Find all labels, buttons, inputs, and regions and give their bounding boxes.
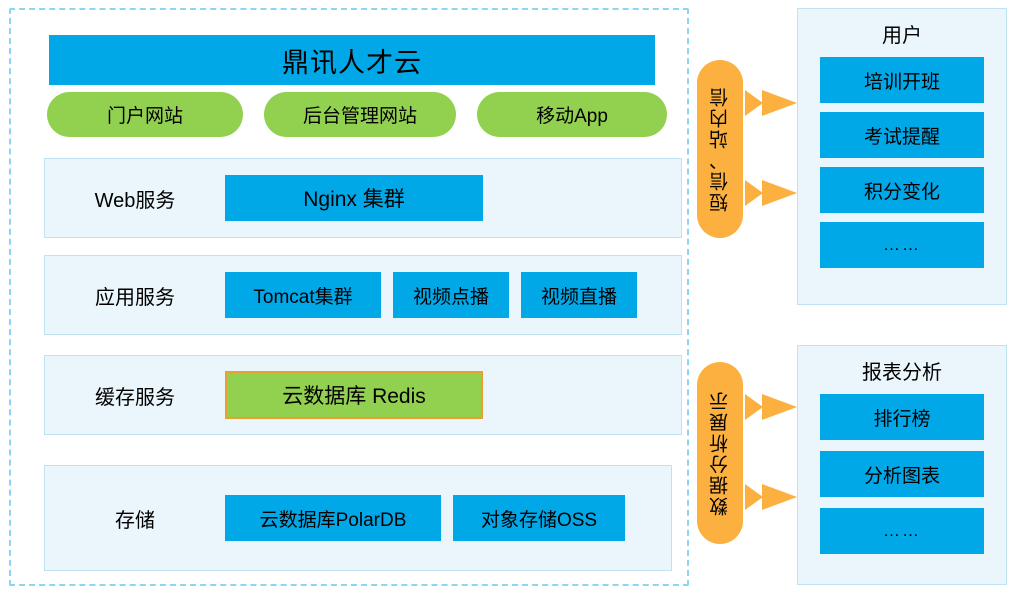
channel-pill-portal[interactable]: 门户网站 (47, 92, 243, 137)
panel-item-more-reports[interactable]: …… (820, 508, 984, 554)
service-box-tomcat-cluster[interactable]: Tomcat集群 (225, 272, 381, 318)
tier-items-storage: 云数据库PolarDB 对象存储OSS (225, 495, 671, 541)
service-box-cloud-polardb[interactable]: 云数据库PolarDB (225, 495, 441, 541)
connector-label-notification: 短信、站内信 (709, 86, 731, 212)
connector-label-analytics: 数据分析展示 (709, 390, 731, 516)
tier-label-web: Web服务 (94, 189, 176, 212)
double-right-arrow-icon (745, 90, 797, 116)
channel-pill-admin[interactable]: 后台管理网站 (264, 92, 456, 137)
panel-item-training-class[interactable]: 培训开班 (820, 57, 984, 103)
panel-item-analysis-chart[interactable]: 分析图表 (820, 451, 984, 497)
service-box-nginx-cluster[interactable]: Nginx 集群 (225, 175, 483, 221)
connector-pill-notification: 短信、站内信 (697, 60, 743, 238)
tier-row-web: Web服务 Nginx 集群 (44, 158, 682, 238)
tier-label-cache: 缓存服务 (95, 386, 175, 409)
tier-row-cache: 缓存服务 云数据库 Redis (44, 355, 682, 435)
platform-title-banner: 鼎讯人才云 (49, 35, 655, 85)
tier-row-application: 应用服务 Tomcat集群 视频点播 视频直播 (44, 255, 682, 335)
tier-label-storage: 存储 (115, 509, 155, 532)
service-box-cloud-redis[interactable]: 云数据库 Redis (225, 371, 483, 419)
connector-pill-analytics: 数据分析展示 (697, 362, 743, 544)
tier-items-application: Tomcat集群 视频点播 视频直播 (225, 272, 681, 318)
double-right-arrow-icon (745, 394, 797, 420)
service-box-object-storage-oss[interactable]: 对象存储OSS (453, 495, 625, 541)
tier-items-cache: 云数据库 Redis (225, 371, 681, 419)
panel-item-exam-reminder[interactable]: 考试提醒 (820, 112, 984, 158)
panel-item-points-change[interactable]: 积分变化 (820, 167, 984, 213)
tier-items-web: Nginx 集群 (225, 175, 681, 221)
tier-label-application: 应用服务 (95, 286, 175, 309)
service-box-video-on-demand[interactable]: 视频点播 (393, 272, 509, 318)
channel-pill-mobile-app[interactable]: 移动App (477, 92, 667, 137)
tier-row-storage: 存储 云数据库PolarDB 对象存储OSS (44, 465, 672, 571)
double-right-arrow-icon (745, 484, 797, 510)
output-panel-users: 用户 培训开班 考试提醒 积分变化 …… (797, 8, 1007, 305)
service-box-video-live[interactable]: 视频直播 (521, 272, 637, 318)
panel-title-users: 用户 (882, 25, 922, 47)
arrow-stack-notification (743, 60, 805, 238)
channel-pill-row: 门户网站 后台管理网站 移动App (47, 92, 667, 137)
connector-notification: 短信、站内信 (697, 60, 797, 238)
panel-title-reports: 报表分析 (862, 362, 942, 384)
connector-analytics: 数据分析展示 (697, 362, 797, 544)
platform-container: 鼎讯人才云 门户网站 后台管理网站 移动App Web服务 Nginx 集群 应… (9, 8, 689, 586)
output-panel-reports: 报表分析 排行榜 分析图表 …… (797, 345, 1007, 585)
arrow-stack-analytics (743, 362, 805, 544)
panel-item-more-users[interactable]: …… (820, 222, 984, 268)
double-right-arrow-icon (745, 180, 797, 206)
panel-item-leaderboard[interactable]: 排行榜 (820, 394, 984, 440)
